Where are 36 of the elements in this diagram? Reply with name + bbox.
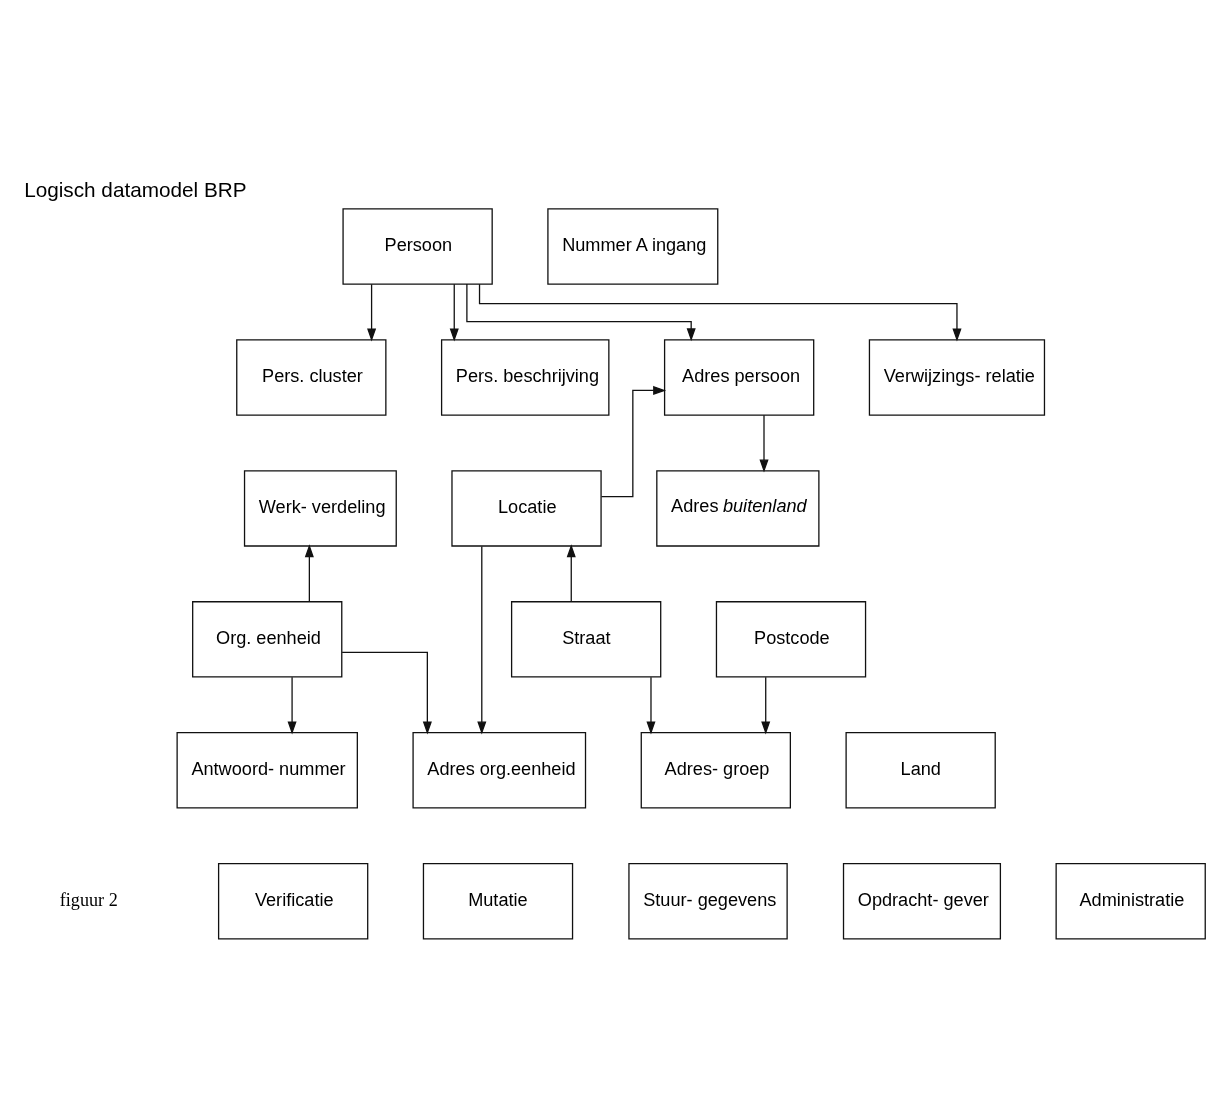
- node-box: Adres persoon: [663, 339, 815, 416]
- arrow: [477, 545, 487, 735]
- arrow: [449, 283, 459, 342]
- node-box: Pers. cluster: [236, 339, 387, 416]
- node-box: Antwoord- nummer: [176, 732, 358, 809]
- node-box: Nummer A ingang: [547, 208, 719, 285]
- arrow: [759, 414, 769, 473]
- node-box: Pers. beschrijving: [440, 339, 610, 416]
- node-box: Administratie: [1055, 862, 1206, 940]
- node-box: Locatie: [451, 470, 602, 547]
- arrow: [566, 544, 576, 603]
- node-box: Adres buitenland: [656, 470, 820, 547]
- arrow: [304, 544, 314, 603]
- node-box: Persoon: [342, 208, 493, 285]
- arrow: [600, 385, 667, 498]
- node-box: Postcode: [715, 601, 867, 678]
- diagram-title: Logisch datamodel BRP: [24, 177, 247, 201]
- node-box: Adres org.eenheid: [412, 732, 587, 809]
- node-box: Opdracht- gever: [842, 862, 1002, 940]
- arrow: [466, 283, 696, 342]
- arrow: [287, 676, 297, 735]
- node-box: Verificatie: [217, 862, 369, 940]
- node-box: Org. eenheid: [192, 601, 343, 678]
- arrow: [478, 283, 962, 342]
- node-box: Werk- verdeling: [243, 470, 397, 547]
- node-box: Stuur- gegevens: [628, 862, 788, 940]
- node-box: Land: [845, 732, 996, 809]
- arrow: [367, 283, 377, 342]
- node-box: Mutatie: [422, 862, 574, 940]
- node-box: Verwijzings- relatie: [868, 339, 1046, 416]
- arrow: [646, 676, 656, 735]
- arrow: [341, 651, 432, 735]
- arrow: [761, 676, 771, 735]
- node-box: Adres- groep: [640, 732, 791, 809]
- label: figuur 2: [59, 890, 118, 911]
- node-box: Straat: [510, 601, 662, 678]
